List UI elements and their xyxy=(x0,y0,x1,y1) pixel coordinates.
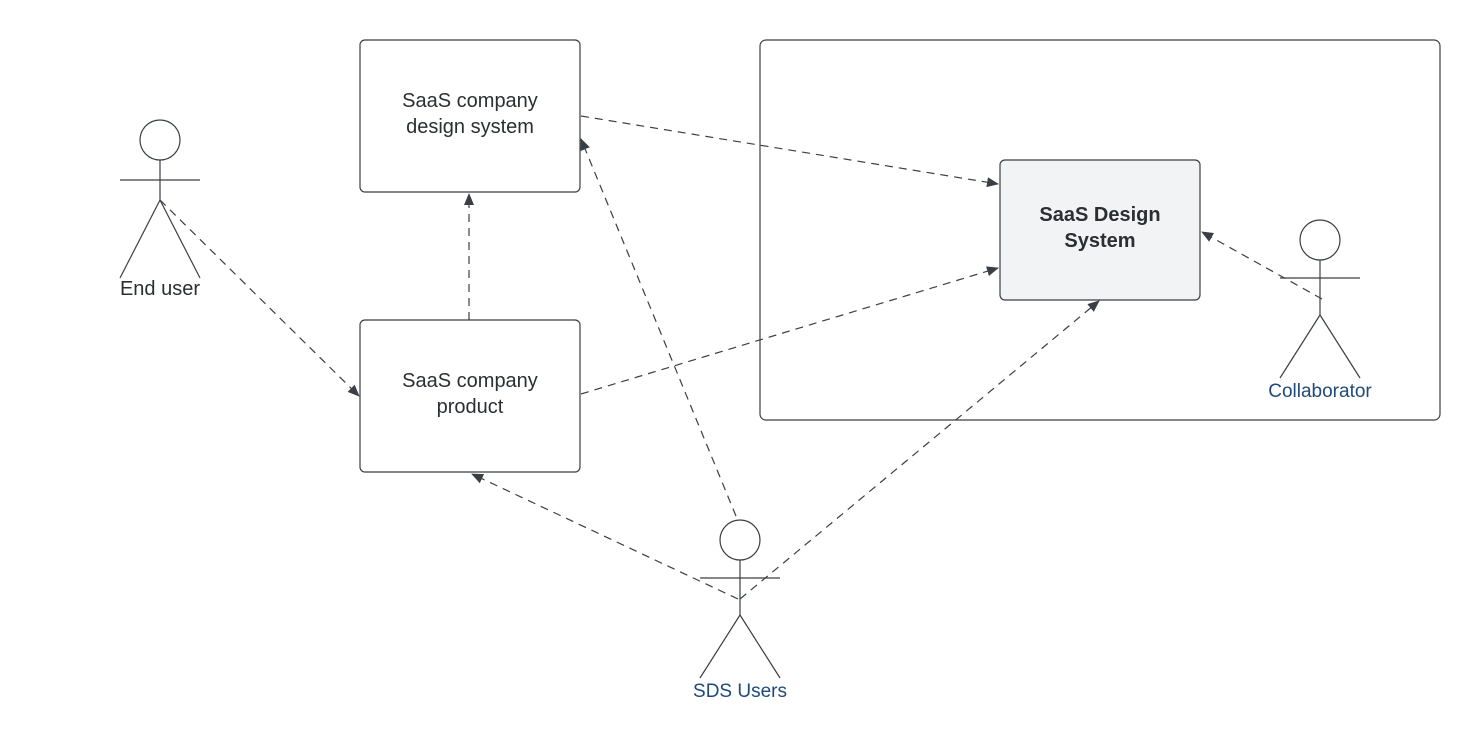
node-design-system-line-2: design system xyxy=(406,116,534,138)
edge-collaborator-to-sds[interactable] xyxy=(1201,231,1323,300)
edge-sds-users-to-design-system[interactable] xyxy=(580,138,737,517)
actor-end-user[interactable]: End user xyxy=(119,119,201,300)
system-boundary[interactable] xyxy=(759,39,1441,421)
actor-sds-users-head xyxy=(719,519,761,561)
node-design-system-line-1: SaaS company xyxy=(402,90,538,112)
actor-collaborator-label: Collaborator xyxy=(1268,381,1372,402)
actor-collaborator[interactable]: Collaborator xyxy=(1268,219,1372,402)
relationships xyxy=(159,115,1323,600)
node-product[interactable]: SaaS company product xyxy=(359,319,581,473)
actor-end-user-head xyxy=(139,119,181,161)
node-sds-line-1: SaaS Design xyxy=(1039,204,1160,226)
node-product-line-2: product xyxy=(437,396,504,418)
actor-sds-users-label: SDS Users xyxy=(693,681,787,702)
edge-sds-users-to-product[interactable] xyxy=(471,473,739,600)
node-design-system[interactable]: SaaS company design system xyxy=(359,39,581,193)
edge-product-to-sds[interactable] xyxy=(580,266,999,395)
actor-sds-users[interactable]: SDS Users xyxy=(693,519,787,702)
edge-sds-users-to-sds[interactable] xyxy=(739,300,1100,600)
actor-collaborator-head xyxy=(1299,219,1341,261)
node-saas-design-system[interactable]: SaaS Design System xyxy=(999,159,1201,301)
node-sds-line-2: System xyxy=(1064,230,1135,252)
edge-design-system-to-sds[interactable] xyxy=(580,115,999,188)
node-product-line-1: SaaS company xyxy=(402,370,538,392)
edge-end-user-to-product[interactable] xyxy=(159,199,360,397)
actor-end-user-label: End user xyxy=(120,278,200,300)
